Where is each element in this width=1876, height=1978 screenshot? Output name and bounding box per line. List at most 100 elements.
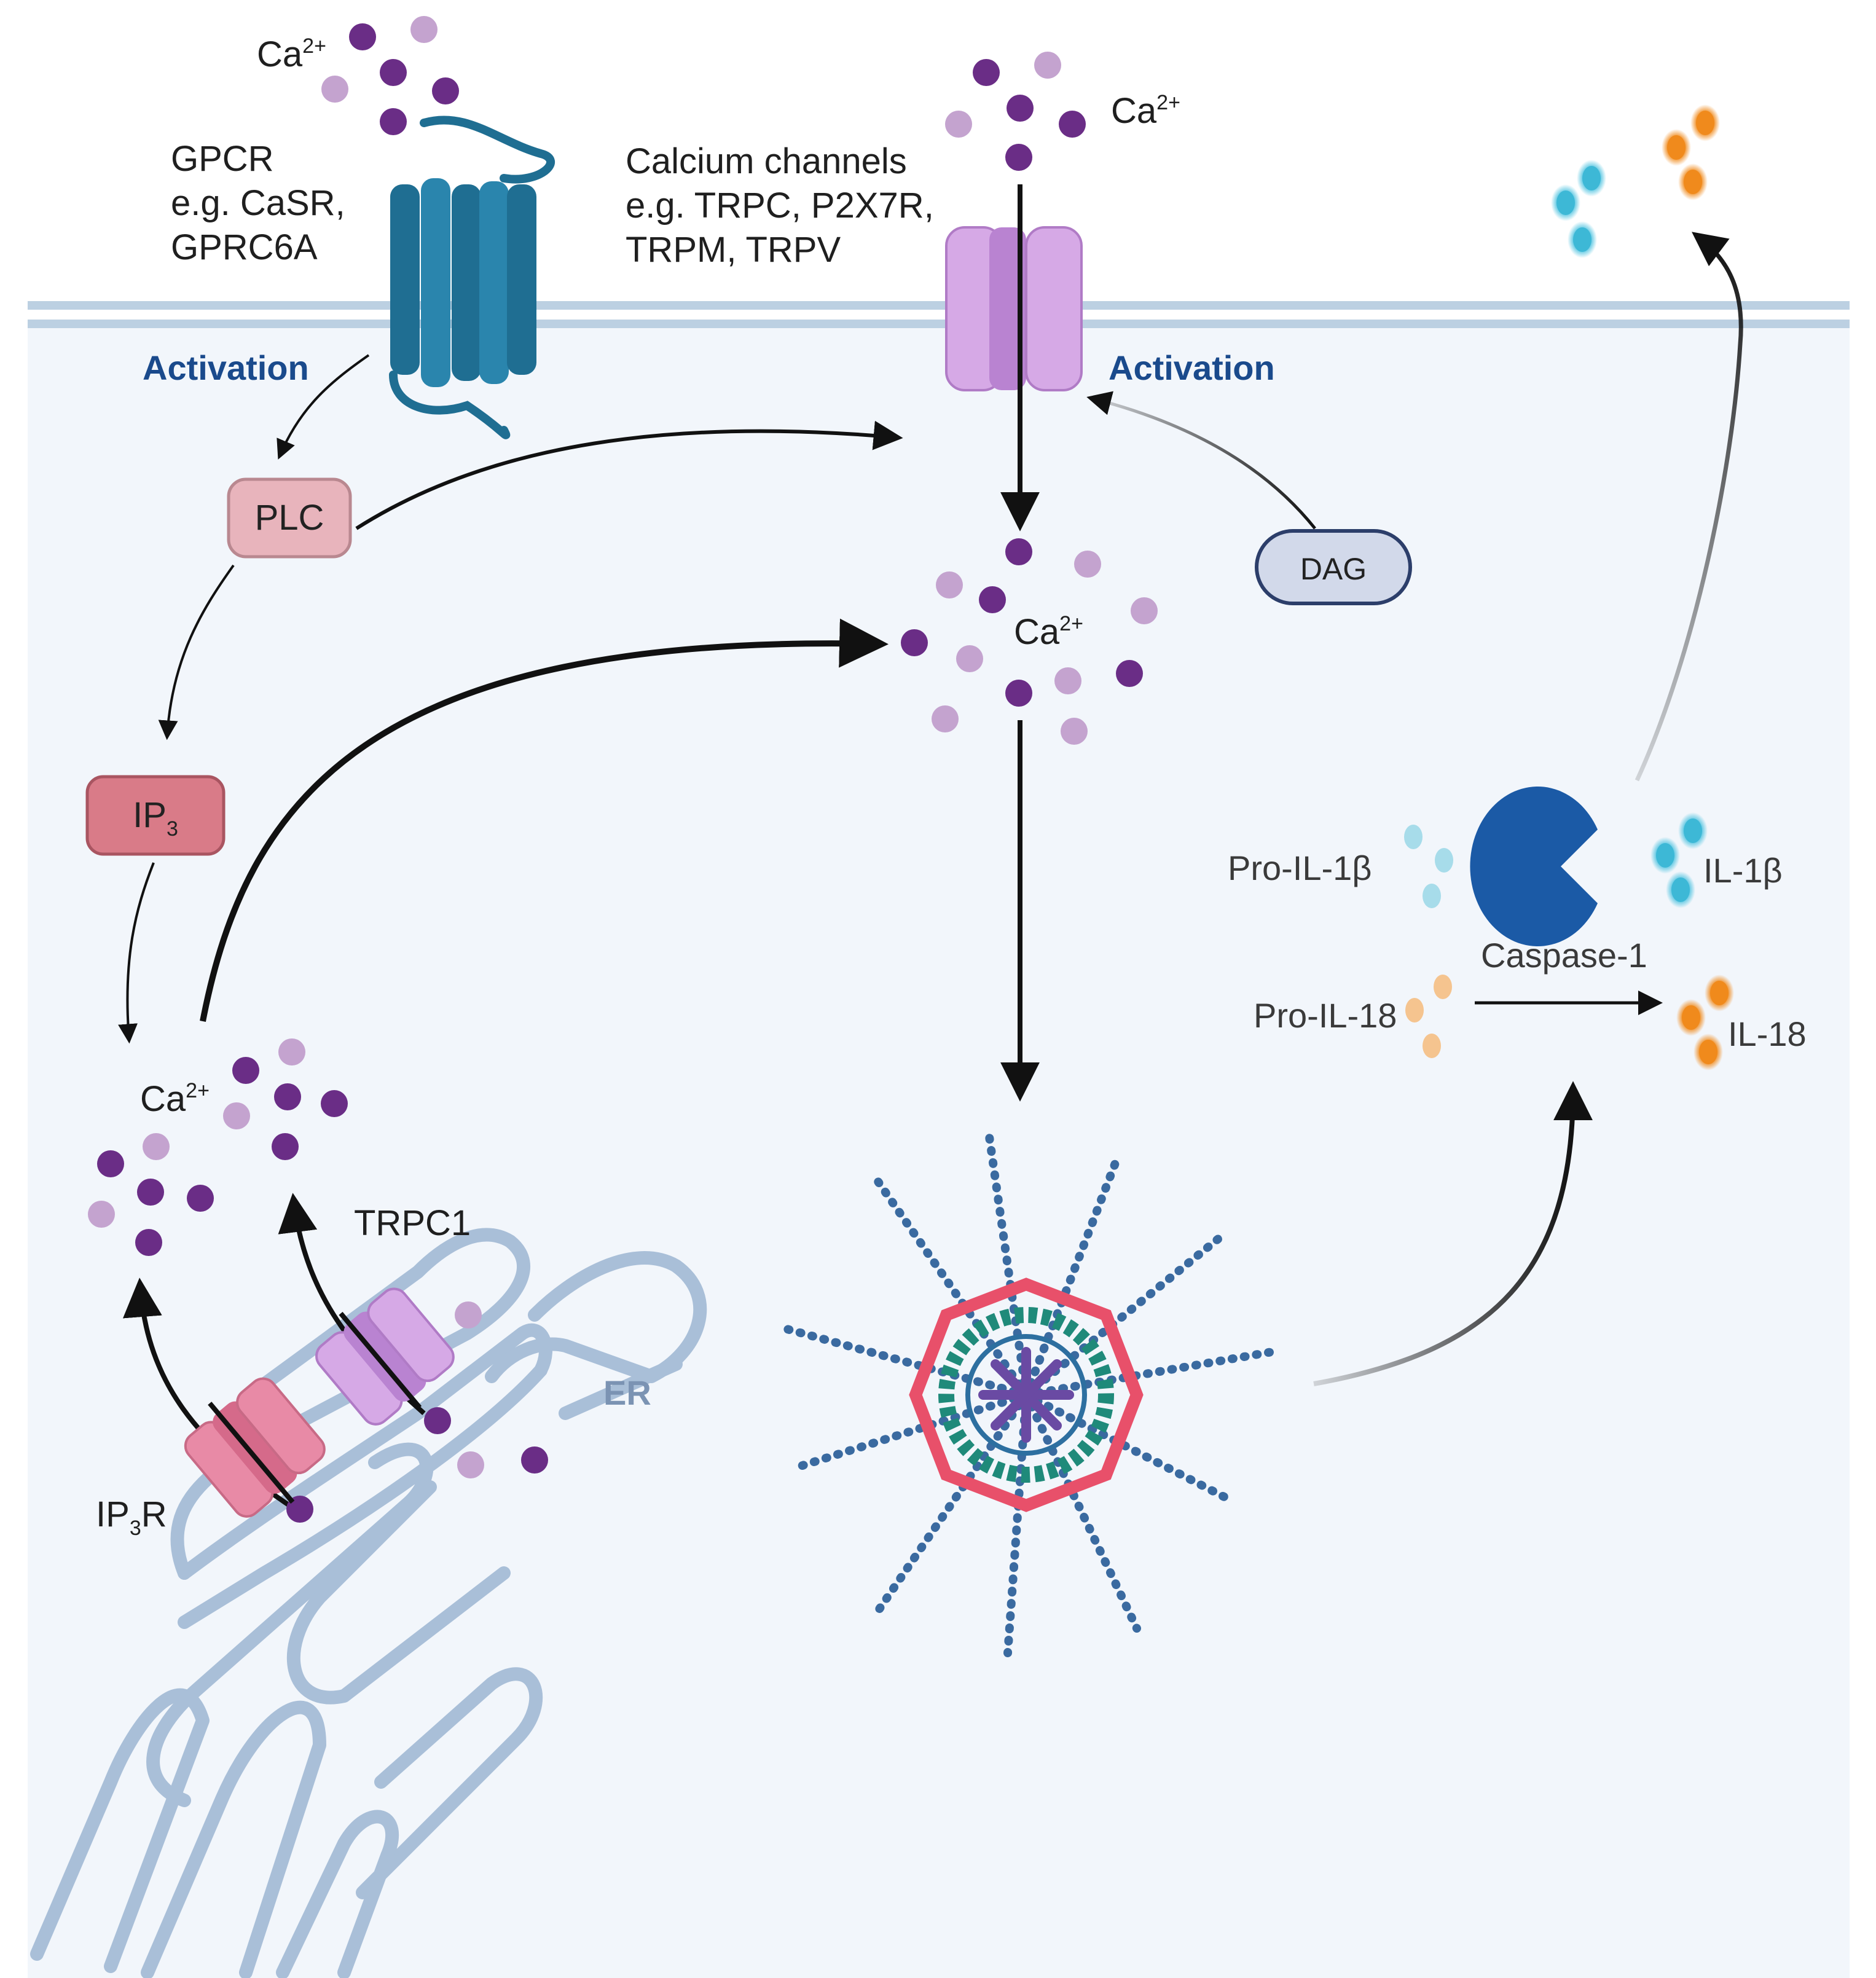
gpcr-receptor-icon (389, 116, 555, 439)
il1b-particle (1656, 843, 1674, 868)
calcium-ion (380, 108, 407, 135)
calcium-ion (424, 1407, 451, 1434)
calcium-ion (945, 111, 972, 138)
channels-example-1: e.g. TRPC, P2X7R, (626, 186, 934, 226)
calcium-ion (321, 76, 348, 103)
arrow (200, 618, 889, 1022)
calcium-ion (97, 1150, 124, 1177)
calcium-ion (135, 1229, 162, 1256)
activation-label-left: Activation (143, 348, 309, 387)
il18-particle (1696, 111, 1714, 135)
il18-particle (1699, 1040, 1717, 1064)
il18-particle (1434, 975, 1452, 999)
arrow (277, 354, 370, 460)
il1b-particle (1582, 166, 1601, 190)
calcium-ion (410, 16, 438, 43)
activation-label-right: Activation (1109, 348, 1275, 387)
arrow (1635, 232, 1743, 782)
plasma-membrane (28, 301, 1850, 328)
calcium-ion (278, 1038, 305, 1066)
calcium-ion (349, 23, 376, 50)
ip3-label: IP3 (133, 795, 178, 841)
gpcr-example-2: GPRC6A (171, 227, 318, 267)
calcium-channel-icon (945, 226, 1083, 391)
il1b-label: IL-1β (1703, 851, 1783, 890)
calcium-ion (1116, 660, 1143, 687)
plc-label: PLC (255, 498, 324, 538)
calcium-ion (137, 1179, 164, 1206)
calcium-ion (979, 586, 1006, 613)
ip3r-label: IP3R (96, 1494, 167, 1540)
il18-label: IL-18 (1728, 1015, 1807, 1053)
ip3-box (85, 775, 226, 856)
dag-box (1255, 529, 1412, 605)
dag-label: DAG (1300, 552, 1367, 586)
arrow (158, 564, 235, 740)
calcium-ion (1059, 111, 1086, 138)
il18-particle (1682, 1005, 1700, 1030)
il18-particle (1423, 1034, 1441, 1058)
calcium-ion (432, 77, 459, 104)
pro-il18-label: Pro-IL-18 (1254, 996, 1397, 1035)
calcium-ion (457, 1451, 484, 1478)
calcium-ion (1007, 95, 1034, 122)
calcium-ion (187, 1185, 214, 1212)
il18-particle (1667, 135, 1686, 160)
calcium-ion (232, 1057, 259, 1084)
calcium-ion (932, 705, 959, 732)
calcium-ion (1131, 597, 1158, 624)
calcium-ion (88, 1201, 115, 1228)
calcium-ion (1074, 551, 1101, 578)
il1b-particle (1556, 190, 1575, 215)
calcium-ion (1054, 667, 1081, 694)
er-membrane (30, 1228, 707, 1978)
cytokines (1404, 104, 1734, 1070)
il1b-particle (1423, 884, 1441, 908)
il1b-particle (1404, 825, 1423, 849)
il1b-particle (1435, 848, 1453, 873)
plc-box (227, 477, 352, 559)
calcium-ion (286, 1496, 313, 1523)
il1b-particle (1671, 877, 1690, 902)
calcium-ion (274, 1083, 301, 1110)
il18-particle (1710, 981, 1729, 1005)
calcium-ion (321, 1090, 348, 1117)
ca-label-er: Ca2+ (140, 1079, 210, 1119)
arrow (118, 862, 155, 1044)
caspase-pacman-icon (1470, 787, 1598, 946)
channels-example-2: TRPM, TRPV (626, 230, 841, 270)
ip3r-channel-icon (184, 1377, 326, 1518)
il1b-particle (1573, 227, 1591, 252)
inflammasome-icon (776, 1132, 1276, 1657)
caspase1-label: Caspase-1 (1481, 936, 1647, 975)
calcium-ion (1034, 52, 1061, 79)
er-label: ER (603, 1373, 651, 1412)
arrow (1086, 391, 1316, 530)
calcium-ion (1005, 538, 1032, 565)
calcium-ion (1061, 718, 1088, 745)
calcium-ion (143, 1133, 170, 1160)
calcium-ion (455, 1301, 482, 1328)
gpcr-example-1: e.g. CaSR, (171, 183, 345, 223)
calcium-ion (936, 571, 963, 599)
ca-label-top-mid: Ca2+ (1111, 91, 1180, 131)
calcium-ion (272, 1133, 299, 1160)
ca-label-center: Ca2+ (1014, 612, 1083, 652)
trpc1-label: TRPC1 (354, 1203, 471, 1243)
calcium-ion (956, 645, 983, 672)
calcium-ion (521, 1446, 548, 1474)
arrow (355, 420, 903, 530)
cytoplasm-background (28, 320, 1850, 1978)
calcium-ion (973, 59, 1000, 86)
calcium-ion (223, 1102, 250, 1129)
calcium-ion (380, 59, 407, 86)
arrow (1313, 1081, 1593, 1386)
calcium-ion (1005, 144, 1032, 171)
channels-label: Calcium channels (626, 141, 907, 181)
er-channels (184, 1287, 455, 1518)
pro-il1b-label: Pro-IL-1β (1228, 849, 1372, 887)
calcium-ion (901, 629, 928, 656)
il18-particle (1405, 998, 1424, 1022)
ca-label-top-left: Ca2+ (257, 34, 326, 74)
